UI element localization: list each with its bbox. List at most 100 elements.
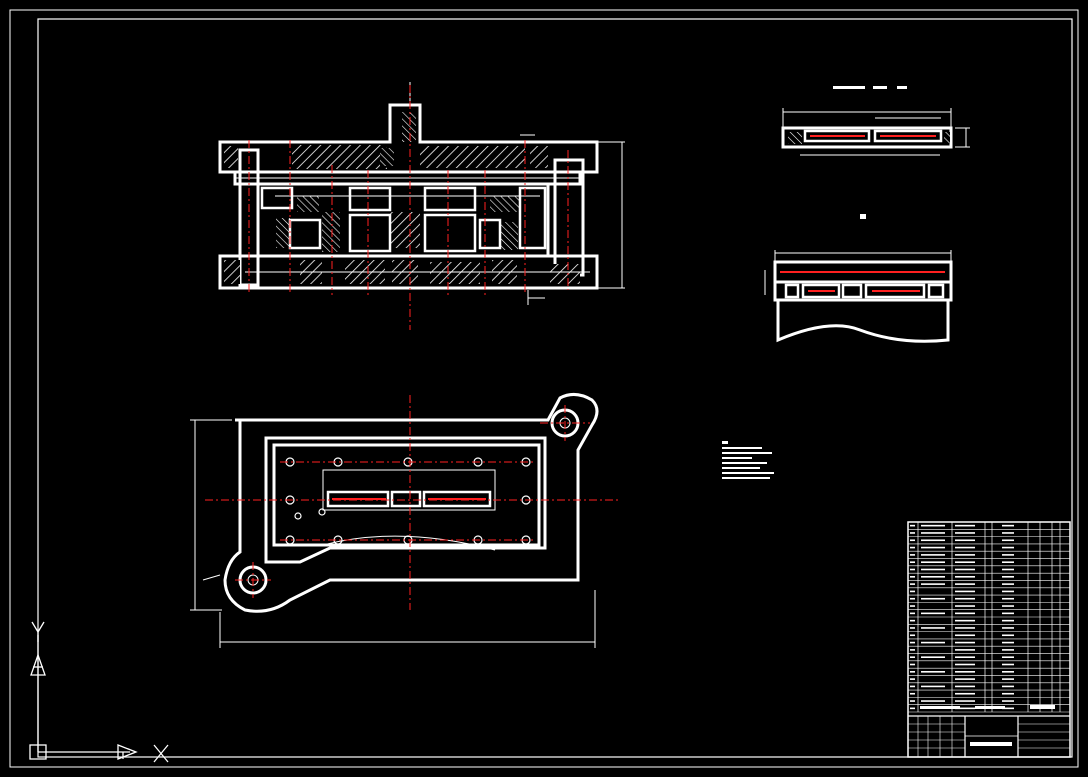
parts-list-cell-mark (910, 656, 915, 658)
parts-list-cell-mark (955, 605, 975, 607)
parts-list-cell-mark (1002, 663, 1014, 666)
parts-list-cell-mark (955, 597, 975, 600)
parts-list-cell-mark (910, 634, 915, 637)
parts-list-cell-mark (921, 627, 945, 629)
parts-list-cell-mark (955, 590, 975, 593)
parts-list-cell-mark (921, 576, 945, 578)
parts-list-cell-mark (921, 597, 945, 600)
parts-list-cell-mark (921, 532, 945, 534)
parts-list-cell-mark (955, 561, 975, 563)
parts-list-cell-mark (910, 546, 915, 549)
parts-list-cell-mark (1002, 554, 1014, 556)
parts-list-cell-mark (1002, 707, 1014, 710)
parts-list-cell-mark (1002, 605, 1014, 607)
parts-list-cell-mark (921, 656, 945, 658)
parts-list-cell-mark (955, 692, 975, 695)
parts-list-cell-mark (955, 685, 975, 688)
parts-list-cell-mark (921, 568, 945, 571)
parts-list-table (907, 521, 1071, 758)
parts-list-cell-mark (1002, 678, 1014, 680)
parts-list-cell-mark (955, 656, 975, 658)
parts-list-cell-mark (910, 678, 915, 680)
parts-list-cell-mark (1002, 532, 1014, 534)
parts-list-cell-mark (955, 532, 975, 534)
parts-list-cell-mark (910, 707, 915, 710)
parts-list-cell-mark (955, 619, 975, 622)
parts-list-cell-mark (910, 663, 915, 666)
parts-list-cell-mark (910, 539, 915, 542)
parts-list-cell-mark (1002, 590, 1014, 593)
parts-list-cell-mark (955, 663, 975, 666)
parts-list-cell-mark (955, 627, 975, 629)
parts-list-header-mark (975, 706, 1005, 709)
ucs-y-glyph (31, 621, 39, 633)
title-block[interactable] (907, 521, 1071, 758)
parts-list-cell-mark (921, 539, 945, 542)
parts-list-cell-mark (910, 612, 915, 615)
technical-notes (722, 441, 774, 479)
parts-list-cell-mark (955, 707, 975, 710)
parts-list-cell-mark (1002, 641, 1014, 644)
parts-list-header-mark (1030, 705, 1055, 709)
parts-list-cell-mark (910, 590, 915, 593)
parts-list-cell-mark (910, 649, 915, 651)
part-detail-top[interactable] (781, 86, 970, 219)
ucs-icon (29, 621, 169, 763)
parts-list-cell-mark (910, 568, 915, 571)
parts-list-cell-mark (921, 641, 945, 644)
parts-list-cell-mark (1002, 700, 1014, 702)
title-block-mark (970, 742, 1012, 746)
parts-list-cell-mark (921, 671, 945, 673)
parts-list-cell-mark (910, 561, 915, 563)
parts-list-cell-mark (921, 700, 945, 702)
parts-list-cell-mark (910, 641, 915, 644)
parts-list-cell-mark (910, 605, 915, 607)
parts-list-cell-mark (1002, 546, 1014, 549)
parts-list-cell-mark (1002, 692, 1014, 695)
parts-list-cell-mark (910, 685, 915, 688)
parts-list-cell-mark (921, 583, 945, 585)
parts-list-cell-mark (955, 700, 975, 702)
parts-list-cell-mark (1002, 576, 1014, 578)
parts-list-cell-mark (955, 524, 975, 527)
parts-list-cell-mark (921, 685, 945, 688)
parts-list-cell-mark (1002, 656, 1014, 658)
parts-list-frame (907, 521, 1071, 758)
parts-list-cell-mark (1002, 634, 1014, 637)
parts-list-cell-mark (1002, 649, 1014, 651)
parts-list-cell-mark (1002, 524, 1014, 527)
parts-list-cell-mark (1002, 539, 1014, 542)
outer-frame (9, 9, 1079, 768)
parts-list-cell-mark (955, 641, 975, 644)
parts-list-cell-mark (1002, 612, 1014, 615)
parts-list-cell-mark (910, 671, 915, 673)
parts-list-cell-mark (955, 546, 975, 549)
inner-frame (37, 18, 1073, 758)
parts-list-cell-mark (955, 568, 975, 571)
plan-view[interactable] (190, 393, 620, 648)
parts-list-cell-mark (1002, 568, 1014, 571)
parts-list-cell-mark (1002, 627, 1014, 629)
parts-list-cell-mark (955, 583, 975, 585)
parts-list-cell-mark (910, 524, 915, 527)
parts-list-cell-mark (921, 524, 945, 527)
parts-list-cell-mark (955, 678, 975, 680)
parts-list-cell-mark (955, 576, 975, 578)
parts-list-cell-mark (1002, 619, 1014, 622)
parts-list-cell-mark (955, 612, 975, 615)
part-detail-section[interactable] (764, 250, 953, 343)
parts-list-cell-mark (910, 532, 915, 534)
parts-list-cell-mark (910, 597, 915, 600)
parts-list-cell-mark (910, 554, 915, 556)
parts-list-header-mark (920, 706, 960, 709)
parts-list-cell-mark (955, 634, 975, 637)
parts-list-cell-mark (1002, 597, 1014, 600)
hatch-top-plate (292, 145, 387, 169)
parts-list-cell-mark (910, 576, 915, 578)
parts-list-cell-mark (910, 583, 915, 585)
parts-list-cell-mark (1002, 561, 1014, 563)
parts-list-cell-mark (955, 671, 975, 673)
front-section-view[interactable] (218, 82, 625, 330)
parts-list-cell-mark (910, 627, 915, 629)
